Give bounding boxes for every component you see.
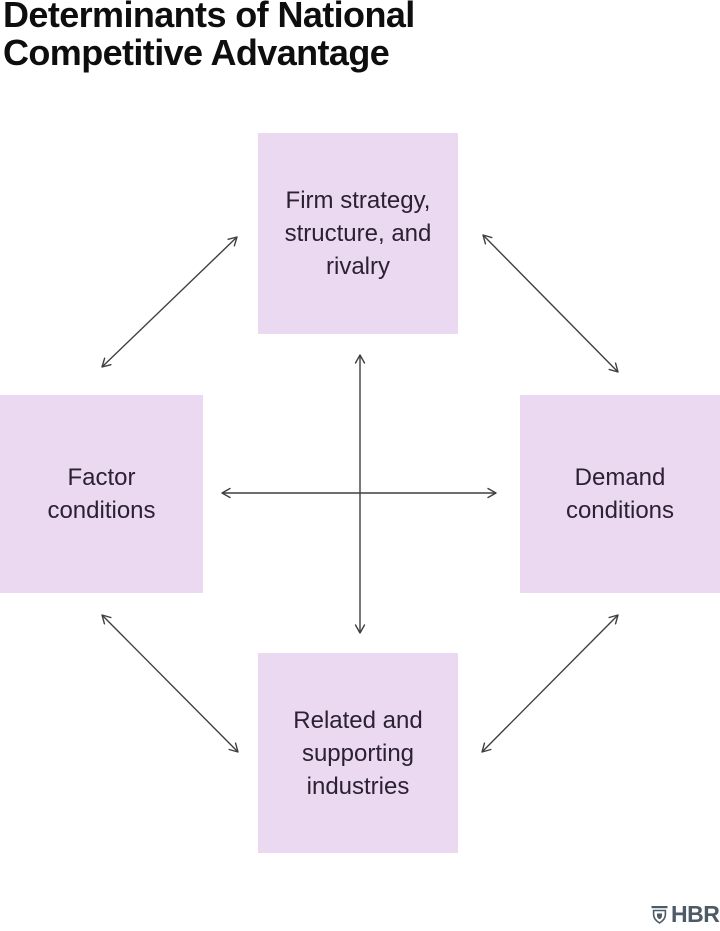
node-factor-conditions: Factor conditions [0, 395, 203, 593]
hbr-logo: HBR [651, 901, 720, 927]
arrow-top-left-diagonal [101, 236, 238, 368]
node-label: Related and supporting industries [293, 706, 423, 800]
node-label: Factor conditions [47, 464, 156, 524]
arrow-bottom-left-diagonal [101, 614, 239, 753]
node-firm-strategy-structure-rivalry: Firm strategy, structure, and rivalry [258, 133, 458, 334]
arrow-bottom-right-diagonal [481, 614, 619, 753]
node-label: Demand conditions [565, 464, 675, 524]
node-related-supporting-industries: Related and supporting industries [258, 653, 458, 853]
node-demand-conditions: Demand conditions [520, 395, 720, 593]
hbr-logo-text: HBR [671, 901, 720, 927]
page-title: Determinants of National Competitive Adv… [3, 0, 415, 73]
hbr-shield-icon [651, 905, 668, 925]
node-label: Firm strategy, structure, and rivalry [284, 187, 432, 280]
arrow-top-right-diagonal [482, 234, 619, 373]
